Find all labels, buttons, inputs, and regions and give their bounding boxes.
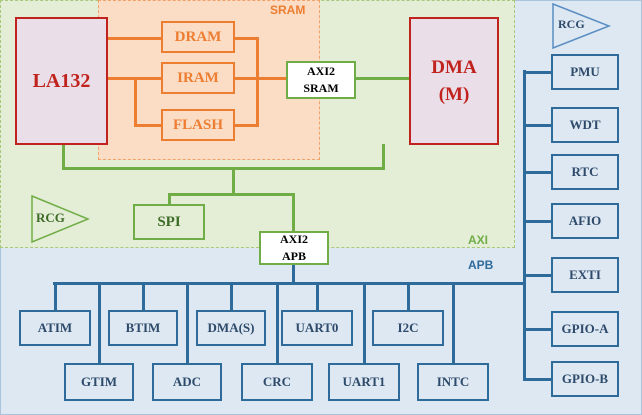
- apb-right-stub: [523, 71, 552, 74]
- apb-periph-intc-block[interactable]: INTC: [417, 363, 489, 401]
- rcg-axi-label: RCG: [36, 210, 65, 225]
- apb-periph-label: WDT: [569, 117, 601, 132]
- rcg-axi-shape: [31, 194, 90, 244]
- axi2sram-bridge-block[interactable]: AXI2 SRAM: [286, 61, 356, 99]
- apb-periph-label: INTC: [436, 374, 470, 389]
- apb-bottom-stub: [54, 284, 57, 310]
- axi2apb-label-line2: APB: [282, 249, 306, 263]
- apb-periph-rtc-block[interactable]: RTC: [551, 154, 619, 190]
- rcg-apb-shape: [552, 2, 612, 50]
- apb-periph-gtim-block[interactable]: GTIM: [64, 363, 134, 401]
- sram-region-label: SRAM: [270, 3, 306, 17]
- apb-periph-label: PMU: [570, 64, 600, 79]
- la132-cpu-block[interactable]: LA132: [15, 17, 108, 145]
- dram-block[interactable]: DRAM: [161, 21, 235, 53]
- flash-bus-link: [235, 124, 258, 127]
- axi2apb-down-link: [292, 263, 295, 285]
- axi2apb-link: [292, 193, 295, 233]
- apb-periph-label: CRC: [262, 374, 292, 389]
- apb-periph-label: RTC: [571, 164, 599, 179]
- apb-periph-label: DMA(S): [207, 320, 255, 335]
- apb-region-label: APB: [468, 258, 494, 272]
- la132-down-link: [62, 144, 65, 170]
- la132-dram-link: [108, 37, 162, 40]
- dma-label-line1: DMA: [431, 57, 477, 78]
- apb-bottom-stub: [363, 284, 366, 363]
- dram-bus-link: [235, 37, 258, 40]
- apb-periph-dma-s-block[interactable]: DMA(S): [196, 310, 266, 346]
- iram-axi2sram-link: [235, 77, 287, 80]
- dma-label-line2: (M): [438, 84, 470, 105]
- apb-periph-atim-block[interactable]: ATIM: [19, 310, 91, 346]
- apb-periph-label: BTIM: [125, 320, 161, 335]
- axi2sram-label-line1: AXI2: [306, 64, 335, 78]
- apb-periph-crc-block[interactable]: CRC: [241, 363, 313, 401]
- apb-periph-label: I2C: [397, 320, 419, 335]
- axi-region-label: AXI: [468, 233, 489, 247]
- apb-periph-label: EXTI: [569, 267, 601, 282]
- apb-periph-uart1-block[interactable]: UART1: [328, 363, 400, 401]
- spi-block[interactable]: SPI: [133, 204, 205, 240]
- axi2apb-bridge-block[interactable]: AXI2 APB: [259, 231, 329, 265]
- flash-block[interactable]: FLASH: [161, 109, 235, 141]
- la132-label: LA132: [32, 69, 91, 92]
- apb-right-stub: [523, 124, 552, 127]
- axi2sram-label-line2: SRAM: [303, 81, 339, 95]
- apb-right-stub: [523, 274, 552, 277]
- dma-down-link: [382, 144, 385, 170]
- apb-periph-label: ATIM: [37, 320, 73, 335]
- spi-label: SPI: [157, 213, 181, 230]
- iram-block[interactable]: IRAM: [161, 62, 235, 94]
- apb-bottom-stub: [276, 284, 279, 363]
- apb-right-stub: [523, 220, 552, 223]
- apb-periph-label: AFIO: [568, 213, 602, 228]
- apb-right-stub: [523, 328, 552, 331]
- apb-periph-adc-block[interactable]: ADC: [152, 363, 222, 401]
- dma-master-block[interactable]: DMA (M): [409, 17, 499, 145]
- apb-periph-i2c-block[interactable]: I2C: [372, 310, 444, 346]
- apb-right-stub: [523, 378, 552, 381]
- apb-periph-uart0-block[interactable]: UART0: [281, 310, 353, 346]
- apb-bottom-stub: [316, 284, 319, 310]
- apb-right-stub: [523, 171, 552, 174]
- apb-bus-vertical: [523, 70, 526, 381]
- apb-periph-btim-block[interactable]: BTIM: [108, 310, 178, 346]
- axi2sram-dma-link: [356, 77, 410, 80]
- apb-bottom-stub: [407, 284, 410, 310]
- apb-periph-label: UART1: [342, 374, 386, 389]
- apb-periph-wdt-block[interactable]: WDT: [551, 107, 619, 143]
- apb-bottom-stub: [142, 284, 145, 310]
- apb-periph-label: GPIO-A: [561, 321, 609, 336]
- apb-periph-exti-block[interactable]: EXTI: [551, 257, 619, 293]
- spi-link: [168, 193, 171, 205]
- apb-periph-label: GPIO-B: [561, 371, 609, 386]
- rcg-apb-label: RCG: [558, 17, 585, 31]
- axi-spi-branch: [168, 193, 294, 196]
- apb-periph-label: GTIM: [80, 374, 118, 389]
- axi-bus-drop: [232, 167, 235, 195]
- apb-bottom-stub: [186, 284, 189, 363]
- flash-label: FLASH: [172, 116, 223, 133]
- apb-periph-label: ADC: [172, 374, 202, 389]
- dram-label: DRAM: [174, 28, 222, 45]
- apb-bottom-stub: [98, 284, 101, 363]
- axi2apb-label-line1: AXI2: [279, 232, 308, 246]
- sram-bus-vertical: [256, 37, 259, 127]
- apb-bus-horizontal: [53, 282, 525, 285]
- la132-flash-link: [134, 124, 162, 127]
- apb-bottom-stub: [452, 284, 455, 363]
- apb-periph-pmu-block[interactable]: PMU: [551, 54, 619, 90]
- flash-branch-vertical: [134, 77, 137, 127]
- apb-periph-gpio-b-block[interactable]: GPIO-B: [551, 361, 619, 397]
- apb-periph-label: UART0: [295, 320, 339, 335]
- apb-bottom-stub: [230, 284, 233, 310]
- axi-bus-horizontal: [62, 167, 385, 170]
- apb-periph-afio-block[interactable]: AFIO: [551, 203, 619, 239]
- apb-periph-gpio-a-block[interactable]: GPIO-A: [551, 311, 619, 347]
- iram-label: IRAM: [177, 69, 219, 86]
